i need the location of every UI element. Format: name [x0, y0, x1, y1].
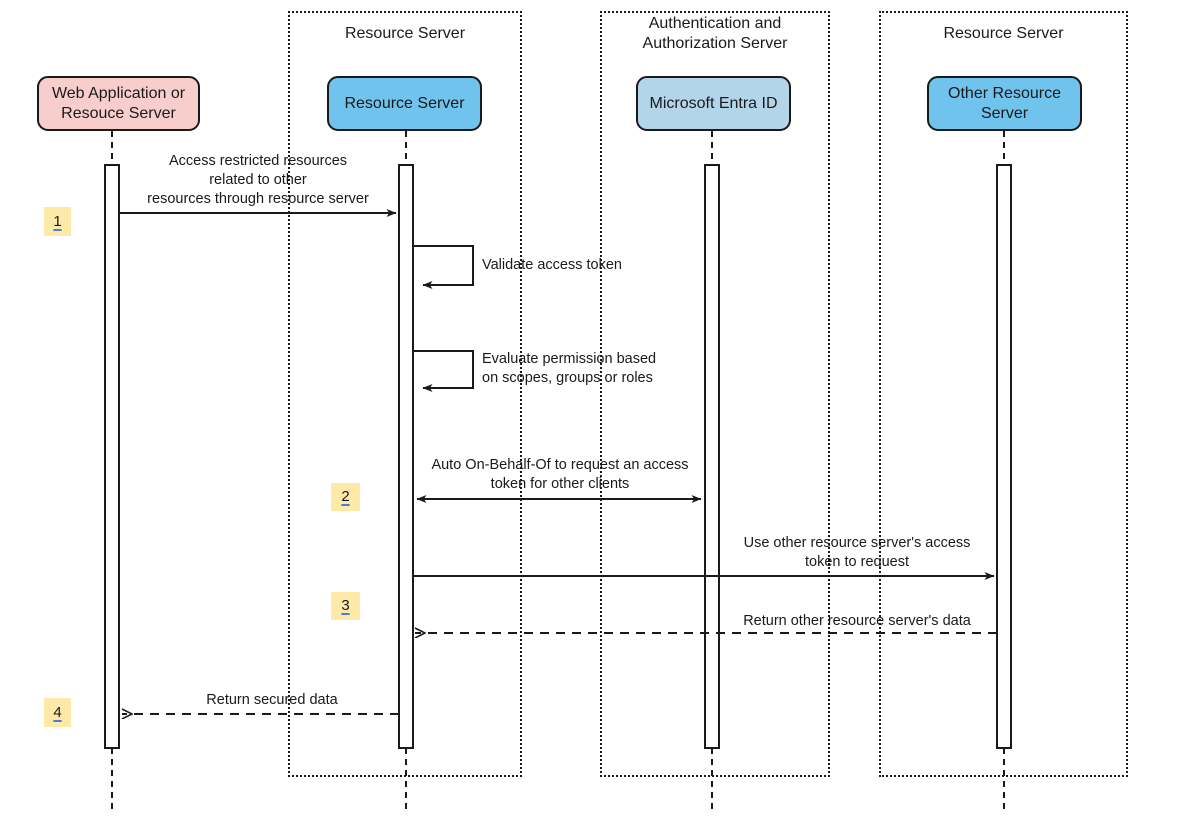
group-frame-auth-server [600, 11, 830, 777]
group-title-other-resource-server: Resource Server [943, 25, 1064, 42]
participant-resource-server[interactable]: Resource Server [327, 76, 482, 131]
lifelines [111, 131, 1005, 812]
step-badge-1: 1 [44, 207, 71, 236]
activation-bars [104, 164, 1012, 749]
participant-other-resource-server[interactable]: Other Resource Server [927, 76, 1082, 131]
group-frame-other-resource-server [879, 11, 1128, 777]
activation-entra [704, 164, 720, 749]
arrow-evaluate-permission [413, 350, 474, 392]
label-return-other-data: Return other resource server's data [743, 613, 971, 629]
participant-label-other-resource-server: Other Resource Server [948, 84, 1061, 122]
participant-label-web-application: Web Application or Resouce Server [51, 84, 186, 122]
group-title-auth-server: Authentication and Authorization Server [642, 15, 788, 52]
step-badge-3: 3 [331, 592, 360, 620]
step-badge-4: 4 [44, 698, 71, 727]
participant-microsoft-entra-id[interactable]: Microsoft Entra ID [636, 76, 791, 131]
label-validate-access-token: Validate access token [482, 257, 622, 273]
step-badge-2: 2 [331, 483, 360, 511]
label-access-restricted-resources: Access restricted resources related to o… [147, 153, 369, 207]
activation-other-resource-server [996, 164, 1012, 749]
arrow-validate-access-token [413, 245, 474, 289]
label-evaluate-permission: Evaluate permission based on scopes, gro… [482, 351, 657, 386]
activation-web-application [104, 164, 120, 749]
participant-web-application[interactable]: Web Application or Resouce Server [37, 76, 200, 131]
label-return-secured-data: Return secured data [206, 692, 338, 708]
group-frame-resource-server [288, 11, 522, 777]
label-use-other-access-token: Use other resource server's access token… [743, 535, 971, 570]
participant-label-microsoft-entra-id: Microsoft Entra ID [649, 94, 778, 112]
group-title-resource-server: Resource Server [344, 25, 466, 42]
label-auto-on-behalf-of: Auto On-Behalf-Of to request an access t… [431, 457, 689, 492]
activation-resource-server [398, 164, 414, 749]
participant-label-resource-server: Resource Server [344, 94, 465, 112]
